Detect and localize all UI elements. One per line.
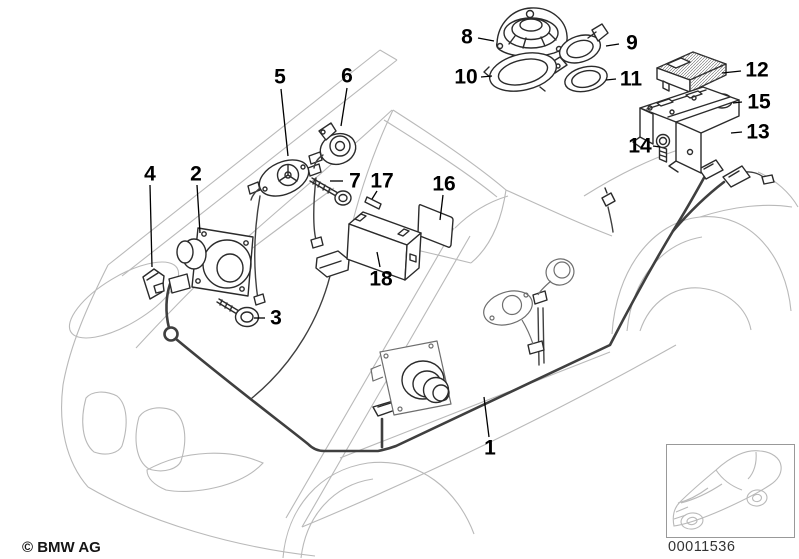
stub-connector [601,192,616,207]
part-11-trim-ring-small [564,65,608,93]
door-wire-connector-2 [527,340,545,355]
callout-label-11[interactable]: 11 [620,68,643,91]
part-3-screw [216,298,260,328]
callout-label-18[interactable]: 18 [369,268,393,291]
door-midrange-speaker-installed [483,290,534,345]
part-5-tweeter [250,159,310,201]
harness-loop [163,326,179,342]
callout-label-16[interactable]: 16 [432,173,455,196]
kidney-grille-right [135,407,186,472]
rear-connector-1 [698,159,724,180]
callout-label-13[interactable]: 13 [746,121,769,144]
callout-label-17[interactable]: 17 [370,170,393,193]
callout-2[interactable]: 2 [190,163,202,234]
callout-1[interactable]: 1 [483,396,496,460]
callout-label-6[interactable]: 6 [341,65,353,88]
rear-connector-2 [722,165,751,188]
door-wire-connector-1 [532,290,548,305]
preview-thumbnail[interactable]: 00011536 [666,444,795,556]
callout-9[interactable]: 9 [605,32,638,55]
headlight-outline [68,261,180,339]
part-14-screw [655,133,671,163]
part-2-front-speaker [176,227,254,297]
callout-5[interactable]: 5 [274,66,289,157]
callout-6[interactable]: 6 [340,65,353,127]
callout-12[interactable]: 12 [721,59,769,82]
subwoofer-installed [370,340,452,416]
callout-label-9[interactable]: 9 [626,32,638,55]
copyright-notice: © BMW AG [22,539,101,556]
part-6-tweeter [313,122,357,169]
part-10-trim-ring-large [483,52,558,92]
kidney-grille-left [82,391,127,455]
part-16-trim-panel [417,204,454,248]
callout-label-12[interactable]: 12 [745,59,768,82]
part-17-pin [364,196,382,210]
callout-label-5[interactable]: 5 [274,66,286,89]
callout-label-1[interactable]: 1 [484,437,496,460]
callout-11[interactable]: 11 [605,68,643,91]
callout-17[interactable]: 17 [370,170,394,200]
part-9-speaker-bracket [548,23,609,74]
part-8-subwoofer-speaker [495,7,568,58]
callout-label-15[interactable]: 15 [747,91,771,114]
part-4-clip [142,268,191,300]
rear-wheel-arch [611,216,792,335]
callout-label-3[interactable]: 3 [270,307,282,330]
door-tweeter-installed [537,258,575,296]
callout-label-14[interactable]: 14 [628,135,652,158]
rear-connector-end [761,174,775,185]
callout-label-10[interactable]: 10 [454,66,477,89]
callout-label-2[interactable]: 2 [190,163,202,186]
callout-13[interactable]: 13 [730,121,770,144]
callout-4[interactable]: 4 [144,163,156,268]
callout-label-4[interactable]: 4 [144,163,156,186]
callout-18[interactable]: 18 [369,251,393,291]
fog-recess-outline [146,452,264,492]
car-outline [61,49,799,559]
thumbnail-car-sketch [672,450,782,530]
tweeter-wire-connector [308,151,323,165]
callout-label-7[interactable]: 7 [349,170,361,193]
callout-label-8[interactable]: 8 [461,26,473,49]
part-13-mounting-bracket [632,86,740,174]
callout-10[interactable]: 10 [454,66,493,89]
part-12-amplifier [656,51,727,98]
drawing-number: 00011536 [668,539,735,555]
wiring-harness [163,151,775,453]
callout-8[interactable]: 8 [461,26,495,49]
part-7-screw [309,177,352,206]
callout-16[interactable]: 16 [432,173,456,221]
callout-3[interactable]: 3 [254,307,282,330]
callout-7[interactable]: 7 [330,170,361,193]
callouts: 1 2 3 4 5 6 7 8 [144,26,771,460]
callout-15[interactable]: 15 [732,91,771,114]
callout-14[interactable]: 14 [628,135,661,158]
